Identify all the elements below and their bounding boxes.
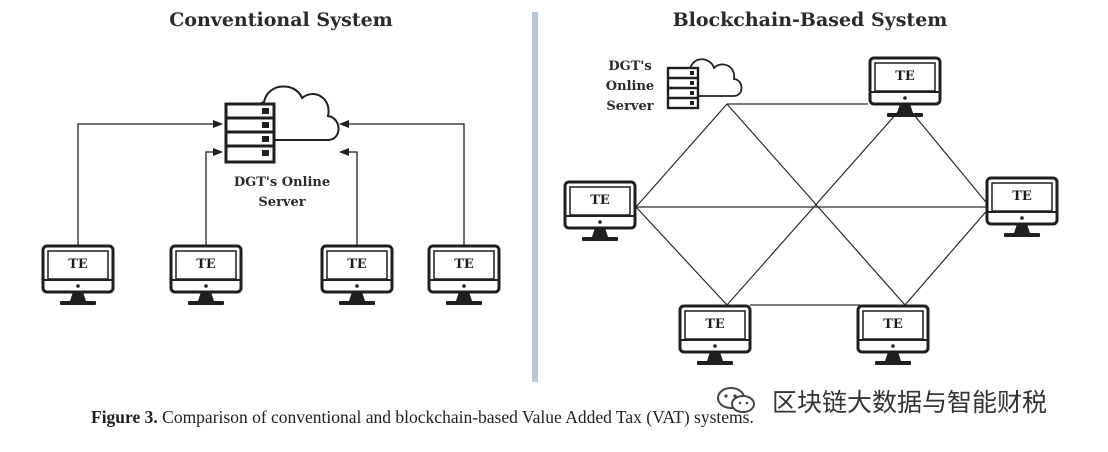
terminal-label: TE [347,257,367,272]
figure-caption: Figure 3. Comparison of conventional and… [91,407,754,428]
caption-figure-number: Figure 3. [91,407,158,427]
blockchain-terminal-icon: TE [985,176,1059,237]
blockchain-server-label-3: Server [606,99,653,114]
conventional-server-label-2: Server [258,195,305,210]
caption-text: Comparison of conventional and blockchai… [157,407,754,427]
terminal-label: TE [590,193,610,208]
server-icon [224,102,276,164]
conventional-server-label-1: DGT's Online [234,175,330,190]
terminals-layer: TE TE TE TE TE TE TE TE TE [41,56,1059,365]
terminal-label: TE [196,257,216,272]
wechat-icon [717,387,755,413]
conventional-links [77,120,465,246]
terminal-label: TE [895,69,915,84]
conventional-terminal-icon: TE [427,244,501,305]
conventional-terminal-icon: TE [41,244,115,305]
terminal-label: TE [454,257,474,272]
blockchain-mesh [635,103,991,306]
conventional-terminal-icon: TE [169,244,243,305]
blockchain-terminal-icon: TE [856,304,930,365]
blockchain-terminal-icon: TE [678,304,752,365]
blockchain-title: Blockchain-Based System [673,9,948,31]
watermark: 区块链大数据与智能财税 [716,383,1047,419]
blockchain-server-label-1: DGT's [608,59,651,74]
terminal-label: TE [68,257,88,272]
watermark-text: 区块链大数据与智能财税 [772,388,1048,417]
server-icon-small [666,66,700,110]
conventional-title: Conventional System [169,9,393,31]
terminal-label: TE [705,317,725,332]
blockchain-server-label-2: Online [606,79,654,94]
panel-divider [532,12,538,382]
terminal-label: TE [1012,189,1032,204]
blockchain-terminal-icon: TE [868,56,942,117]
terminal-label: TE [883,317,903,332]
conventional-terminal-icon: TE [320,244,394,305]
blockchain-terminal-icon: TE [563,180,637,241]
